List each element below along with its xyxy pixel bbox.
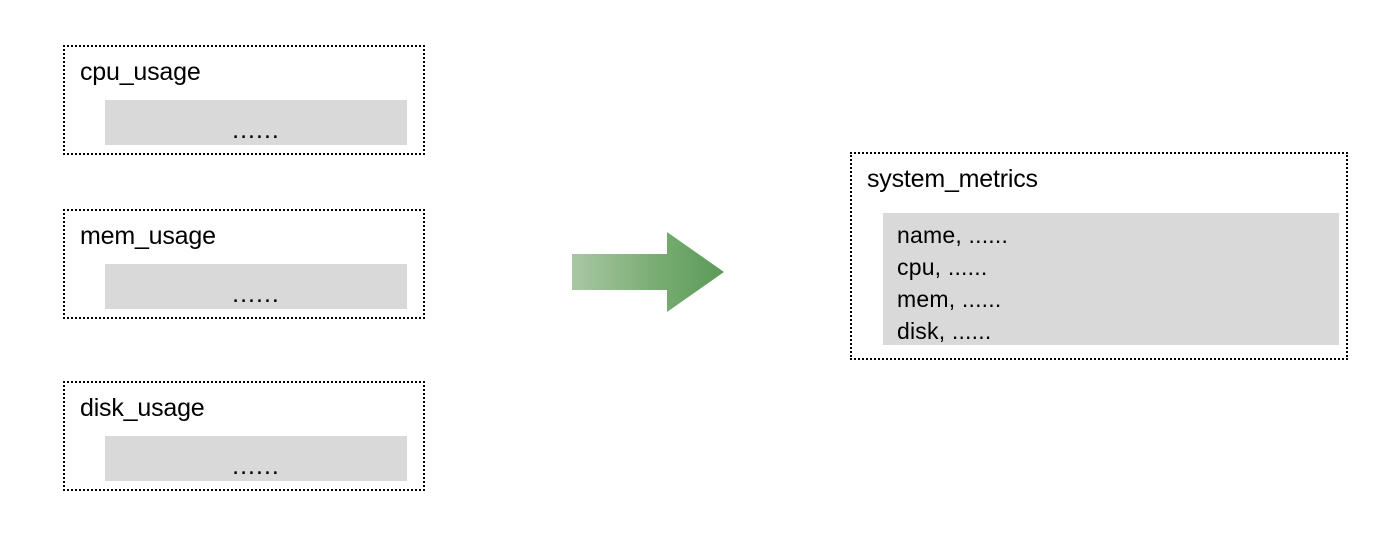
ellipsis-placeholder: ...... — [232, 452, 280, 480]
source-entity-mem-usage[interactable]: mem_usage ...... — [63, 209, 425, 319]
source-entity-body: ...... — [105, 436, 407, 481]
target-entity-system-metrics[interactable]: system_metrics name, ...... cpu, ...... … — [850, 152, 1348, 360]
right-block-arrow-icon — [572, 232, 724, 312]
source-entity-title: disk_usage — [80, 394, 205, 422]
source-entity-body: ...... — [105, 264, 407, 309]
target-field-row: cpu, ...... — [897, 254, 988, 280]
source-entity-cpu-usage[interactable]: cpu_usage ...... — [63, 45, 425, 155]
target-field-row: disk, ...... — [897, 318, 992, 344]
source-entity-title: cpu_usage — [80, 58, 201, 86]
target-entity-body: name, ...... cpu, ...... mem, ...... dis… — [883, 213, 1339, 345]
ellipsis-placeholder: ...... — [232, 280, 280, 308]
target-field-row: name, ...... — [897, 222, 1009, 248]
source-entity-disk-usage[interactable]: disk_usage ...... — [63, 381, 425, 491]
ellipsis-placeholder: ...... — [232, 116, 280, 144]
target-field-row: mem, ...... — [897, 286, 1002, 312]
source-entity-title: mem_usage — [80, 222, 216, 250]
source-entity-body: ...... — [105, 100, 407, 145]
target-entity-title: system_metrics — [867, 165, 1038, 193]
